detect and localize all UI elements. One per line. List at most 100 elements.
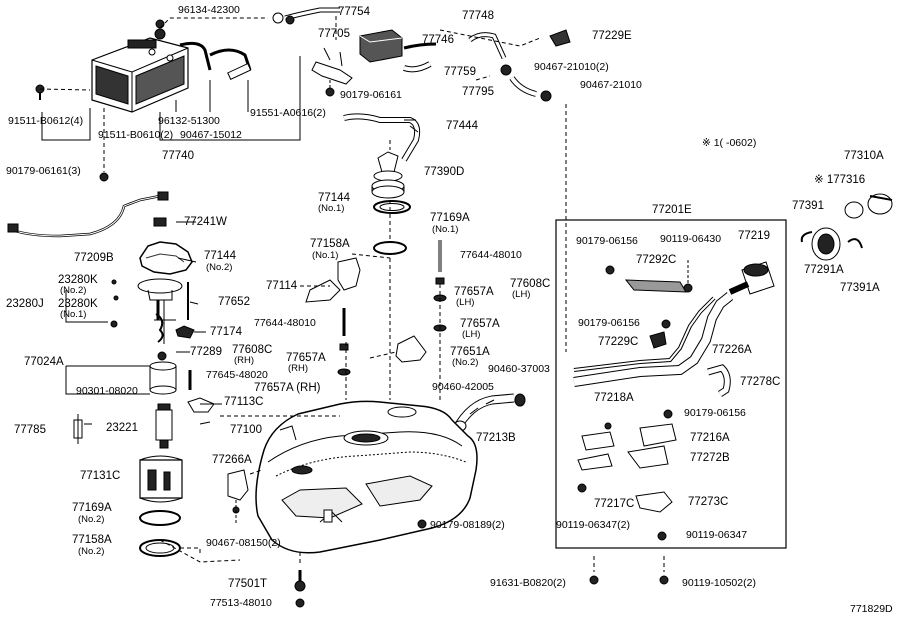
part-note: (No.2) bbox=[452, 357, 479, 368]
part-label: 90301-08020 bbox=[76, 385, 138, 397]
part-label: 77444 bbox=[446, 120, 478, 132]
part-label: 90179-06161 bbox=[340, 89, 402, 101]
part-label: 77391 bbox=[792, 200, 824, 212]
part-label: 77657A (RH) bbox=[254, 382, 321, 394]
part-label: 77266A bbox=[212, 454, 252, 466]
part-note: (LH) bbox=[512, 289, 531, 300]
part-label: 77100 bbox=[230, 424, 262, 436]
part-label: 90467-21010(2) bbox=[534, 61, 609, 73]
part-label: 77795 bbox=[462, 86, 494, 98]
part-label: 77169A bbox=[430, 212, 470, 224]
part-label: 77291A bbox=[804, 264, 844, 276]
part-label: 77651A bbox=[450, 346, 490, 358]
part-label: 77310A bbox=[844, 150, 884, 162]
footnote: ※ 1( -0602) bbox=[702, 137, 757, 149]
part-note: (LH) bbox=[462, 329, 481, 340]
part-label: 77158A bbox=[310, 238, 350, 250]
part-label: 77273C bbox=[688, 496, 729, 508]
part-label: 23280K bbox=[58, 298, 98, 310]
part-label: 77513-48010 bbox=[210, 597, 272, 609]
fuel-tank bbox=[255, 400, 478, 554]
part-label: 77113C bbox=[224, 396, 264, 408]
part-label: 77213B bbox=[476, 432, 516, 444]
diagram-id: 771829D bbox=[850, 603, 893, 615]
part-label: 23280K bbox=[58, 274, 98, 286]
part-note: (No.2) bbox=[206, 262, 233, 273]
part-note: (RH) bbox=[288, 363, 309, 374]
part-label: 77754 bbox=[338, 6, 370, 18]
part-label: 77391A bbox=[840, 282, 880, 294]
part-label: 77292C bbox=[636, 254, 677, 266]
part-label: 90179-06156 bbox=[576, 235, 638, 247]
part-label: 77644-48010 bbox=[460, 249, 522, 261]
part-label: 90119-06347 bbox=[686, 529, 748, 541]
charcoal-canister bbox=[91, 28, 189, 113]
part-label: 77219 bbox=[738, 230, 770, 242]
part-label: 77174 bbox=[210, 326, 242, 338]
part-label: 77644-48010 bbox=[254, 317, 316, 329]
part-label: 77229C bbox=[598, 336, 639, 348]
part-label: 77759 bbox=[444, 66, 476, 78]
part-label: 77217C bbox=[594, 498, 635, 510]
part-label: 77169A bbox=[72, 502, 112, 514]
part-label: ※ 177316 bbox=[814, 174, 866, 186]
part-label: 77657A bbox=[286, 352, 326, 364]
part-label: 96134-42300 bbox=[178, 4, 240, 16]
part-label: 23280J bbox=[6, 298, 44, 310]
part-label: 90179-08189(2) bbox=[430, 519, 505, 531]
part-label: 23221 bbox=[106, 422, 138, 434]
part-note: (No.2) bbox=[78, 546, 105, 557]
part-note: (LH) bbox=[456, 297, 475, 308]
part-label: 77740 bbox=[162, 150, 194, 162]
part-label: 77657A bbox=[460, 318, 500, 330]
part-label: 77229E bbox=[592, 30, 632, 42]
part-label: 77785 bbox=[14, 424, 46, 436]
part-label: 77608C bbox=[510, 278, 551, 290]
part-label: 77645-48020 bbox=[206, 369, 268, 381]
part-note: (No.1) bbox=[60, 309, 87, 320]
part-label: 77114 bbox=[266, 280, 298, 292]
part-label: 90460-42005 bbox=[432, 381, 494, 393]
part-label: 77705 bbox=[318, 28, 350, 40]
part-note: (No.1) bbox=[318, 203, 345, 214]
part-label: 77746 bbox=[422, 34, 454, 46]
part-label: 90467-21010 bbox=[580, 79, 642, 91]
part-label: 90179-06156 bbox=[684, 407, 746, 419]
part-label: 90179-06161(3) bbox=[6, 165, 81, 177]
part-label: 96132-51300 bbox=[158, 115, 220, 127]
part-label: 77278C bbox=[740, 376, 781, 388]
part-label: 90467-08150(2) bbox=[206, 537, 281, 549]
part-label: 77501T bbox=[228, 578, 268, 590]
part-label: 77657A bbox=[454, 286, 494, 298]
part-label: 77272B bbox=[690, 452, 730, 464]
part-label: 77158A bbox=[72, 534, 112, 546]
part-label: 90460-37003 bbox=[488, 363, 550, 375]
part-note: (No.2) bbox=[78, 514, 105, 525]
part-note: (No.1) bbox=[432, 224, 459, 235]
part-label: 77748 bbox=[462, 10, 494, 22]
part-label: 77390D bbox=[424, 166, 465, 178]
part-label: 77218A bbox=[594, 392, 634, 404]
part-label: 91631-B0820(2) bbox=[490, 577, 566, 589]
part-label: 90119-10502(2) bbox=[682, 577, 756, 589]
part-label: 91551-A0616(2) bbox=[250, 107, 326, 119]
part-label: 77241W bbox=[184, 216, 227, 228]
part-label: 90467-15012 bbox=[180, 129, 242, 141]
part-note: (No.2) bbox=[60, 285, 87, 296]
part-label: 77226A bbox=[712, 344, 752, 356]
part-label: 77144 bbox=[204, 250, 236, 262]
part-label: 90119-06347(2) bbox=[556, 519, 630, 531]
part-note: (RH) bbox=[234, 355, 255, 366]
part-label: 77201E bbox=[652, 204, 692, 216]
part-label: 77652 bbox=[218, 296, 250, 308]
part-label: 77131C bbox=[80, 470, 121, 482]
part-note: (No.1) bbox=[312, 250, 339, 261]
part-label: 77144 bbox=[318, 192, 350, 204]
part-label: 77289 bbox=[190, 346, 222, 358]
part-label: 77608C bbox=[232, 344, 273, 356]
part-label: 77216A bbox=[690, 432, 730, 444]
part-label: 90179-06156 bbox=[578, 317, 640, 329]
part-label: 91511-B0610(2) bbox=[98, 129, 174, 141]
part-label: 91511-B0612(4) bbox=[8, 115, 84, 127]
